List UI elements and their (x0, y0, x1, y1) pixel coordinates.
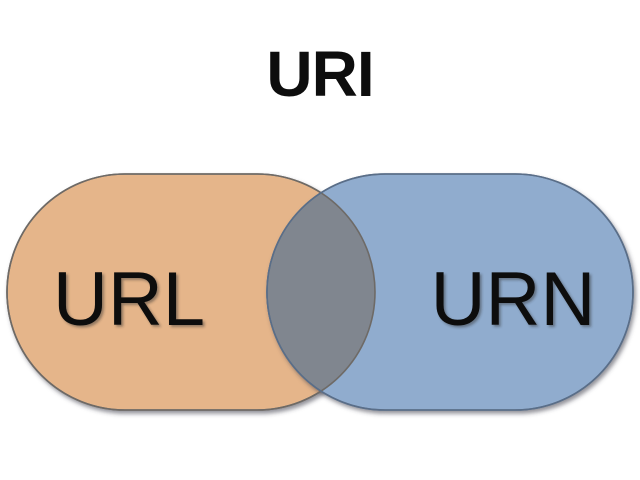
page-title: URI (266, 38, 374, 110)
url-set-label: URL (53, 257, 205, 342)
url-set-outline (6, 173, 376, 411)
urn-set-outline (266, 173, 634, 411)
urn-set-label: URN (431, 257, 596, 342)
